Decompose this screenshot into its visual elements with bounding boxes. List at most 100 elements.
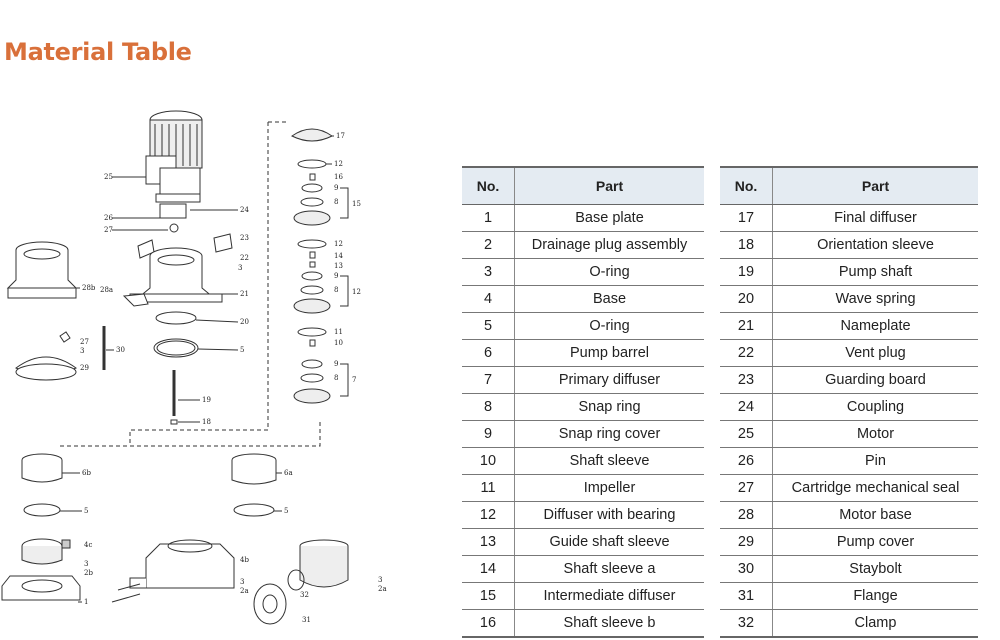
label-27: 27 (104, 226, 113, 234)
part-number-cell: 22 (720, 339, 773, 367)
part-number-cell: 8 (462, 393, 515, 421)
label-2b: 2b (84, 569, 93, 577)
part-number-cell: 7 (462, 366, 515, 394)
table-header-row: No. Part (720, 166, 978, 205)
header-part: Part (514, 166, 704, 205)
part-name-cell: O-ring (514, 312, 704, 340)
label-7: 7 (352, 376, 356, 384)
label-3-mid: 3 (240, 578, 244, 586)
label-8-c: 8 (334, 374, 338, 382)
label-10: 10 (334, 339, 343, 347)
part-name-cell: Base (514, 285, 704, 313)
part-name-cell: Wave spring (772, 285, 978, 313)
part-name-cell: Pin (772, 447, 978, 475)
part-number-cell: 32 (720, 609, 773, 638)
label-4b: 4b (240, 556, 249, 564)
part-number-cell: 3 (462, 258, 515, 286)
motor-base-28b-drawing (6, 241, 78, 299)
part-number-cell: 18 (720, 231, 773, 259)
label-27-left: 27 (80, 338, 89, 346)
label-9-b: 9 (334, 272, 338, 280)
part-name-cell: Diffuser with bearing (514, 501, 704, 529)
label-30: 30 (116, 346, 125, 354)
part-name-cell: Snap ring (514, 393, 704, 421)
part-number-cell: 27 (720, 474, 773, 502)
label-18: 18 (202, 418, 211, 426)
part-number-cell: 28 (720, 501, 773, 529)
label-19: 19 (202, 396, 211, 404)
part-name-cell: Guarding board (772, 366, 978, 394)
label-3-right: 3 (378, 576, 382, 584)
label-31: 31 (302, 616, 311, 624)
label-25: 25 (104, 173, 113, 181)
part-name-cell: Pump cover (772, 528, 978, 556)
label-2a-right: 2a (378, 585, 387, 593)
part-name-cell: Vent plug (772, 339, 978, 367)
label-5-top: 5 (240, 346, 244, 354)
label-3-left: 3 (80, 347, 84, 355)
label-4c: 4c (84, 541, 92, 549)
part-number-cell: 12 (462, 501, 515, 529)
page-title: Material Table (4, 38, 192, 66)
label-3-low: 3 (84, 560, 88, 568)
part-number-cell: 5 (462, 312, 515, 340)
table-header-row: No. Part (462, 166, 704, 205)
part-number-cell: 4 (462, 285, 515, 313)
lower-left-barrel-drawing (1, 453, 81, 601)
part-number-cell: 14 (462, 555, 515, 583)
label-23: 23 (240, 234, 249, 242)
part-number-cell: 21 (720, 312, 773, 340)
part-name-cell: Base plate (514, 204, 704, 232)
part-name-cell: Flange (772, 582, 978, 610)
label-5-left: 5 (84, 507, 88, 515)
label-24: 24 (240, 206, 249, 214)
part-name-cell: Cartridge mechanical seal (772, 474, 978, 502)
label-22: 22 (240, 254, 249, 262)
part-number-cell: 13 (462, 528, 515, 556)
label-16: 16 (334, 173, 343, 181)
part-name-cell: Coupling (772, 393, 978, 421)
header-no: No. (462, 166, 515, 205)
part-name-cell: Motor (772, 420, 978, 448)
label-8-b: 8 (334, 286, 338, 294)
part-name-cell: Orientation sleeve (772, 231, 978, 259)
exploded-view-drawing: 25 24 26 27 23 22 3 21 28a 28b 20 5 19 1… (1, 110, 387, 625)
header-part: Part (772, 166, 978, 205)
part-number-cell: 29 (720, 528, 773, 556)
label-8-a: 8 (334, 198, 338, 206)
part-number-cell: 16 (462, 609, 515, 638)
part-name-cell: Motor base (772, 501, 978, 529)
part-name-cell: Shaft sleeve (514, 447, 704, 475)
part-number-cell: 6 (462, 339, 515, 367)
part-number-cell: 2 (462, 231, 515, 259)
part-number-cell: 11 (462, 474, 515, 502)
part-name-cell: Pump shaft (772, 258, 978, 286)
label-20: 20 (240, 318, 249, 326)
label-15: 15 (352, 200, 361, 208)
part-name-cell: Final diffuser (772, 204, 978, 232)
label-32: 32 (300, 591, 309, 599)
lower-right-body-drawing (287, 539, 349, 591)
part-number-cell: 30 (720, 555, 773, 583)
label-3-top: 3 (238, 264, 242, 272)
part-name-cell: Nameplate (772, 312, 978, 340)
label-12-c: 12 (352, 288, 361, 296)
